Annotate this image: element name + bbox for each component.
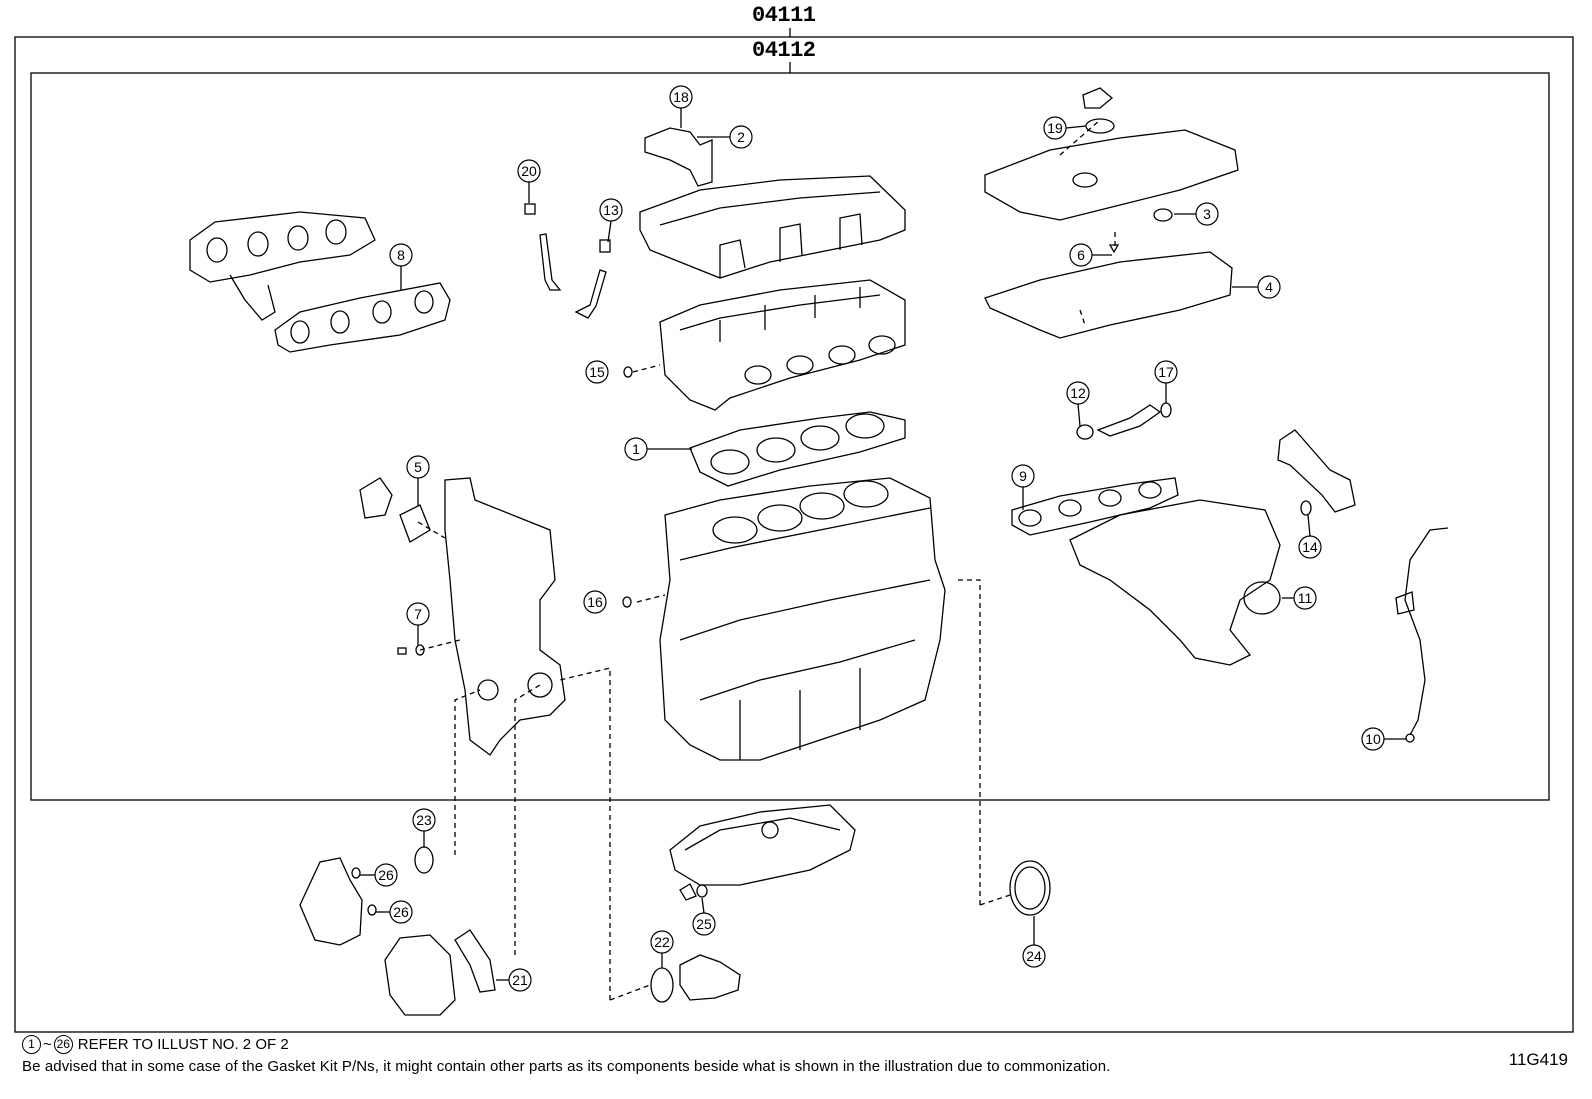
callout-6: 6 bbox=[1069, 243, 1093, 267]
rear-crankshaft-oil-seal bbox=[1009, 860, 1051, 916]
callout-3-number: 3 bbox=[1203, 206, 1211, 222]
callout-8: 8 bbox=[389, 243, 413, 267]
callout-20: 20 bbox=[517, 159, 541, 183]
callout-21: 21 bbox=[508, 968, 532, 992]
refer-text: REFER TO ILLUST NO. 2 OF 2 bbox=[77, 1036, 289, 1053]
callout-24: 24 bbox=[1022, 944, 1046, 968]
callout-8-number: 8 bbox=[397, 247, 405, 263]
callout-16: 16 bbox=[583, 590, 607, 614]
callout-20-number: 20 bbox=[521, 163, 537, 179]
callout-26-lower: 26 bbox=[389, 900, 413, 924]
cylinder-head bbox=[623, 279, 906, 411]
callout-26-upper-number: 26 bbox=[378, 867, 394, 883]
callout-13-number: 13 bbox=[603, 202, 619, 218]
oil-strainer-and-o-ring bbox=[650, 954, 741, 1003]
callout-23: 23 bbox=[412, 808, 436, 832]
callout-1: 1 bbox=[624, 437, 648, 461]
callout-19: 19 bbox=[1043, 116, 1067, 140]
callout-18-number: 18 bbox=[673, 89, 689, 105]
oil-control-valve bbox=[359, 477, 393, 519]
callout-25-number: 25 bbox=[696, 916, 712, 932]
callout-26-lower-number: 26 bbox=[393, 904, 409, 920]
callout-9: 9 bbox=[1011, 464, 1035, 488]
refer-note: 1 ~ 26 REFER TO ILLUST NO. 2 OF 2 bbox=[22, 1035, 289, 1054]
advisory-note: Be advised that in some case of the Gask… bbox=[22, 1058, 1111, 1075]
kit-number-outer: 04111 bbox=[752, 3, 816, 28]
oil-seal-23 bbox=[414, 846, 434, 874]
callout-6-number: 6 bbox=[1077, 247, 1085, 263]
callout-12-number: 12 bbox=[1070, 385, 1086, 401]
callout-17-number: 17 bbox=[1158, 364, 1174, 380]
callout-5-number: 5 bbox=[414, 459, 422, 475]
callout-23-number: 23 bbox=[416, 812, 432, 828]
callout-15-number: 15 bbox=[589, 364, 605, 380]
oil-control-valve-gasket bbox=[399, 504, 431, 543]
callout-7: 7 bbox=[406, 602, 430, 626]
callout-9-number: 9 bbox=[1019, 468, 1027, 484]
callout-24-number: 24 bbox=[1026, 948, 1042, 964]
callout-2-number: 2 bbox=[737, 129, 745, 145]
callout-18: 18 bbox=[669, 85, 693, 109]
oil-level-dipstick bbox=[1395, 527, 1449, 743]
o-ring-16 bbox=[622, 596, 632, 608]
water-pump-gasket bbox=[454, 929, 496, 993]
fuel-injector bbox=[1076, 402, 1172, 440]
valves bbox=[524, 203, 611, 319]
o-ring-15 bbox=[623, 366, 633, 378]
oil-filler-cap bbox=[1082, 87, 1114, 109]
cylinder-head-gasket bbox=[689, 411, 906, 487]
exhaust-manifold bbox=[189, 211, 376, 321]
intake-manifold bbox=[1069, 429, 1356, 666]
figure-code: 11G419 bbox=[1508, 1050, 1568, 1069]
callout-22-number: 22 bbox=[654, 934, 670, 950]
callout-25: 25 bbox=[692, 912, 716, 936]
valve-stem-seal bbox=[524, 203, 536, 215]
callout-10: 10 bbox=[1361, 727, 1385, 751]
exhaust-manifold-gasket bbox=[274, 282, 451, 353]
callout-13: 13 bbox=[599, 198, 623, 222]
callout-4-number: 4 bbox=[1265, 279, 1273, 295]
callout-2: 2 bbox=[729, 125, 753, 149]
cylinder-block bbox=[622, 477, 946, 761]
callout-7-number: 7 bbox=[414, 606, 422, 622]
callout-markers: 1 2 3 4 5 6 7 8 9 10 11 12 13 14 15 16 1… bbox=[374, 85, 1385, 992]
callout-10-number: 10 bbox=[1365, 731, 1381, 747]
callout-21-number: 21 bbox=[512, 972, 528, 988]
callout-3: 3 bbox=[1195, 202, 1219, 226]
callout-11: 11 bbox=[1293, 586, 1317, 610]
oil-pan bbox=[669, 804, 856, 901]
callout-15: 15 bbox=[585, 360, 609, 384]
callout-26-upper: 26 bbox=[374, 863, 398, 887]
callout-16-number: 16 bbox=[587, 594, 603, 610]
timing-chain-cover bbox=[359, 477, 566, 756]
callout-22: 22 bbox=[650, 930, 674, 954]
callout-11-number: 11 bbox=[1298, 590, 1313, 606]
callout-19-number: 19 bbox=[1047, 120, 1063, 136]
cylinder-head-cover-gasket bbox=[984, 251, 1233, 339]
callout-1-number: 1 bbox=[632, 441, 640, 457]
kit-number-inner: 04112 bbox=[752, 38, 816, 63]
leader-lines-dashed bbox=[417, 119, 1116, 1001]
leader-lines-solid bbox=[360, 108, 1406, 981]
callout-4: 4 bbox=[1257, 275, 1281, 299]
inner-kit-frame bbox=[30, 72, 1550, 801]
callout-5: 5 bbox=[406, 455, 430, 479]
callout-14: 14 bbox=[1298, 535, 1322, 559]
callout-17: 17 bbox=[1154, 360, 1178, 384]
callout-12: 12 bbox=[1066, 381, 1090, 405]
camshaft-housing bbox=[639, 127, 906, 279]
outer-kit-frame bbox=[14, 36, 1574, 1033]
refer-tilde: ~ bbox=[43, 1036, 52, 1053]
water-pump bbox=[299, 857, 456, 1016]
callout-14-number: 14 bbox=[1302, 539, 1318, 555]
intake-manifold-gasket bbox=[1011, 477, 1179, 536]
cylinder-head-cover bbox=[984, 87, 1239, 254]
refer-end-marker: 26 bbox=[53, 1035, 73, 1054]
refer-start-marker: 1 bbox=[22, 1035, 41, 1054]
